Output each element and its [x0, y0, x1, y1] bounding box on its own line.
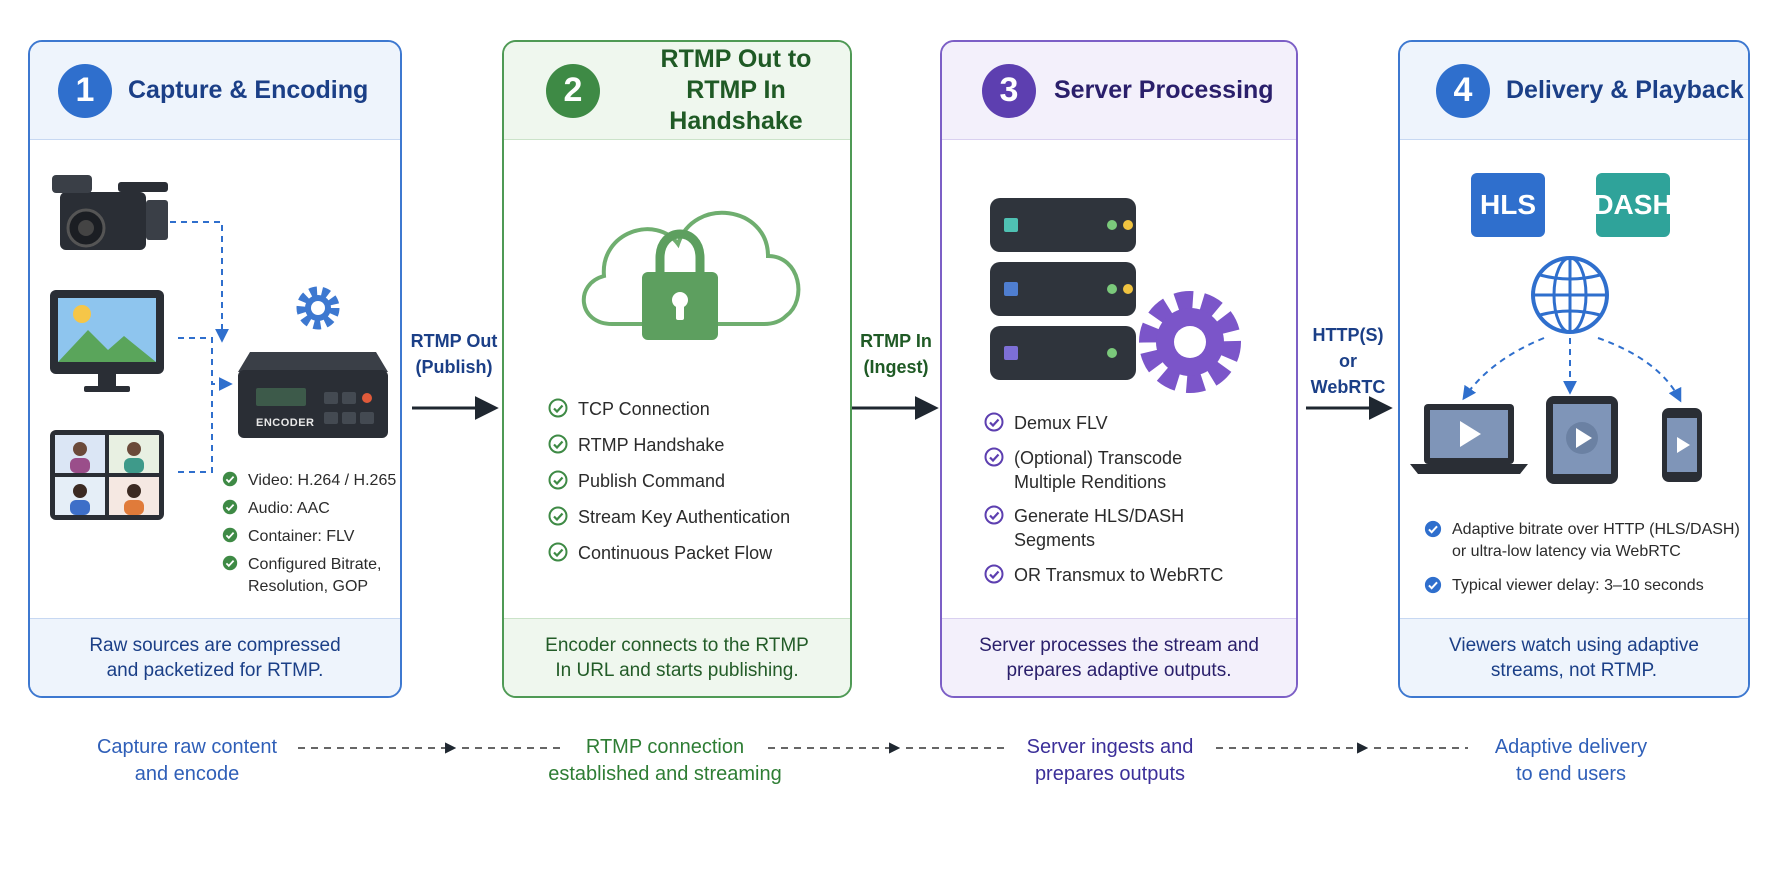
checklist-item: TCP Connection	[548, 397, 710, 421]
checklist-item: Generate HLS/DASH Segments	[984, 504, 1184, 552]
checklist-item: Demux FLV	[984, 411, 1108, 435]
stage-title: Delivery & Playback	[1506, 76, 1744, 104]
connector-rtmp-in: RTMP In (Ingest)	[860, 331, 932, 377]
stage-header: 3 Server Processing	[942, 42, 1296, 140]
stage-caption: Server processes the stream and prepares…	[942, 618, 1296, 696]
check-circle-icon	[984, 505, 1004, 525]
check-circle-icon	[984, 447, 1004, 467]
stage-header: 4 Delivery & Playback	[1400, 42, 1748, 140]
hls-badge: HLS	[1471, 173, 1545, 237]
checklist-item-label: Publish Command	[578, 471, 726, 491]
check-circle-icon	[222, 555, 238, 571]
timeline-step-4: Adaptive delivery to end users	[1494, 736, 1648, 785]
stage-capture-encoding: 1 Capture & Encoding Raw sources are com…	[28, 40, 402, 698]
checklist-item: Configured Bitrate, Resolution, GOP	[222, 554, 381, 598]
stage-title: Server Processing	[1054, 76, 1274, 104]
checklist-item: Typical viewer delay: 3–10 seconds	[1424, 575, 1704, 597]
stage-title: RTMP Out to RTMP In Handshake	[660, 45, 812, 135]
checklist-item-label: Demux FLV	[1014, 413, 1108, 433]
checklist-item-label: Continuous Packet Flow	[578, 543, 773, 563]
stage-caption: Encoder connects to the RTMP In URL and …	[504, 618, 850, 696]
dash-badge: DASH	[1593, 173, 1673, 237]
checklist-item-label: Typical viewer delay: 3–10 seconds	[1452, 577, 1704, 594]
checklist-item: (Optional) Transcode Multiple Renditions	[984, 446, 1182, 494]
check-circle-icon	[222, 499, 238, 515]
checklist-item-label: Stream Key Authentication	[578, 507, 791, 527]
check-circle-icon	[984, 412, 1004, 432]
check-circle-icon	[984, 564, 1004, 584]
timeline-step-2: RTMP connection established and streamin…	[548, 736, 782, 785]
connector-http-webrtc: HTTP(S) or WebRTC	[1310, 325, 1386, 397]
checklist-item: RTMP Handshake	[548, 433, 724, 457]
check-circle-icon	[548, 470, 568, 490]
checklist-item-label: Generate HLS/DASH Segments	[1014, 506, 1185, 550]
check-circle-icon	[222, 527, 238, 543]
checklist-item: Adaptive bitrate over HTTP (HLS/DASH) or…	[1424, 519, 1740, 563]
checklist-item-label: Container: FLV	[248, 528, 355, 545]
check-circle-icon	[548, 506, 568, 526]
checklist-item-label: Audio: AAC	[248, 500, 330, 517]
check-circle-icon	[548, 542, 568, 562]
stage-caption: Viewers watch using adaptive streams, no…	[1400, 618, 1748, 696]
checklist-item: Audio: AAC	[222, 498, 330, 520]
checklist-item: Publish Command	[548, 469, 725, 493]
stage-header: 1 Capture & Encoding	[30, 42, 400, 140]
checklist-item-label: Video: H.264 / H.265	[248, 472, 397, 489]
check-circle-icon	[222, 471, 238, 487]
checklist-item-label: OR Transmux to WebRTC	[1014, 565, 1224, 585]
stage-rtmp-handshake: 2 RTMP Out to RTMP In Handshake Encoder …	[502, 40, 852, 698]
checklist-item-label: TCP Connection	[578, 399, 710, 419]
stage-caption: Raw sources are compressed and packetize…	[30, 618, 400, 696]
stage-server-processing: 3 Server Processing Server processes the…	[940, 40, 1298, 698]
stage-number: 1	[58, 63, 112, 118]
checklist-item: Container: FLV	[222, 526, 354, 548]
timeline-step-1: Capture raw content and encode	[96, 736, 278, 785]
check-circle-icon	[548, 434, 568, 454]
stage-delivery-playback: 4 Delivery & Playback Viewers watch usin…	[1398, 40, 1750, 698]
checklist-item: Stream Key Authentication	[548, 505, 790, 529]
checklist-item-label: Adaptive bitrate over HTTP (HLS/DASH) or…	[1452, 521, 1740, 560]
checklist-item-label: (Optional) Transcode Multiple Renditions	[1014, 448, 1183, 492]
check-circle-icon	[548, 398, 568, 418]
stage-title: Capture & Encoding	[128, 76, 369, 104]
encoder-label: ENCODER	[256, 417, 315, 429]
timeline-step-3: Server ingests and prepares outputs	[1026, 736, 1194, 785]
checklist-item-label: RTMP Handshake	[578, 435, 725, 455]
checklist-item: Video: H.264 / H.265	[222, 470, 396, 492]
check-circle-icon	[1424, 576, 1442, 594]
connector-rtmp-out: RTMP Out (Publish)	[410, 331, 498, 377]
stage-number: 4	[1436, 63, 1490, 118]
checklist-item: OR Transmux to WebRTC	[984, 563, 1223, 587]
stage-number: 2	[546, 63, 600, 118]
check-circle-icon	[1424, 520, 1442, 538]
stage-header: 2 RTMP Out to RTMP In Handshake	[504, 42, 850, 140]
checklist-item-label: Configured Bitrate, Resolution, GOP	[248, 556, 382, 595]
checklist-item: Continuous Packet Flow	[548, 541, 772, 565]
stage-number: 3	[982, 63, 1036, 118]
